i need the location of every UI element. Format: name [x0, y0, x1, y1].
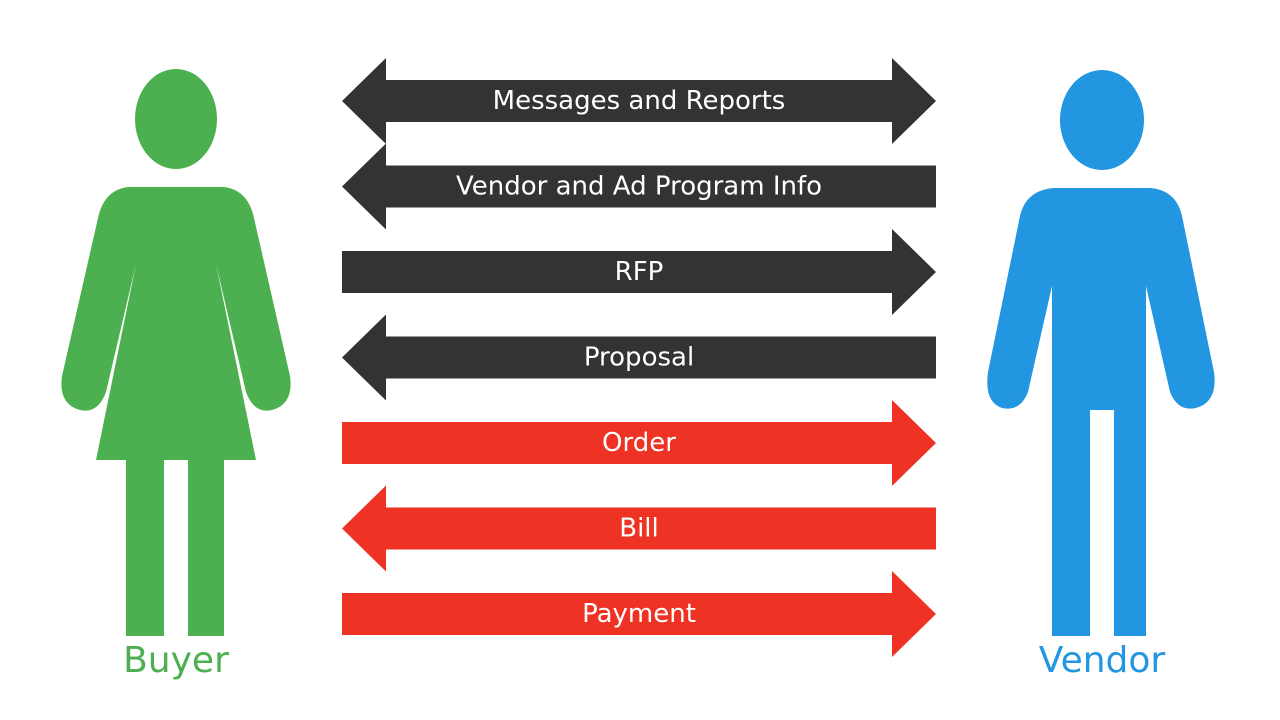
flow-label: Proposal	[584, 343, 694, 373]
flow-label: Order	[602, 428, 676, 458]
flow-arrow-shape	[342, 400, 936, 486]
flow-arrow-vendor-and-ad-program-info: Vendor and Ad Program Info	[342, 143, 936, 230]
flow-arrow-shape	[342, 314, 936, 401]
vendor-head	[1060, 70, 1144, 170]
flow-arrows: Messages and Reports Vendor and Ad Progr…	[342, 58, 936, 657]
buyer-body	[61, 187, 291, 636]
flow-label: Vendor and Ad Program Info	[456, 172, 822, 202]
flow-arrow-shape	[342, 571, 936, 657]
flow-label: RFP	[615, 257, 664, 287]
flow-label: Messages and Reports	[493, 86, 786, 116]
buyer-label: Buyer	[123, 640, 229, 681]
flow-arrow-shape	[342, 229, 936, 315]
vendor-figure-icon	[987, 70, 1215, 636]
flow-label: Payment	[582, 599, 696, 629]
flow-arrow-messages-and-reports: Messages and Reports	[342, 58, 936, 144]
flow-arrow-bill: Bill	[342, 485, 936, 572]
flow-arrow-payment: Payment	[342, 571, 936, 657]
vendor-body	[987, 188, 1215, 636]
vendor-label: Vendor	[1039, 640, 1166, 681]
flow-arrow-proposal: Proposal	[342, 314, 936, 401]
flow-arrow-rfp: RFP	[342, 229, 936, 315]
flow-arrow-shape	[342, 143, 936, 230]
flow-arrow-shape	[342, 485, 936, 572]
buyer-head	[135, 69, 217, 169]
flow-label: Bill	[619, 514, 659, 544]
flow-arrow-order: Order	[342, 400, 936, 486]
flow-arrow-shape	[342, 58, 936, 144]
buyer-figure-icon	[61, 69, 291, 636]
